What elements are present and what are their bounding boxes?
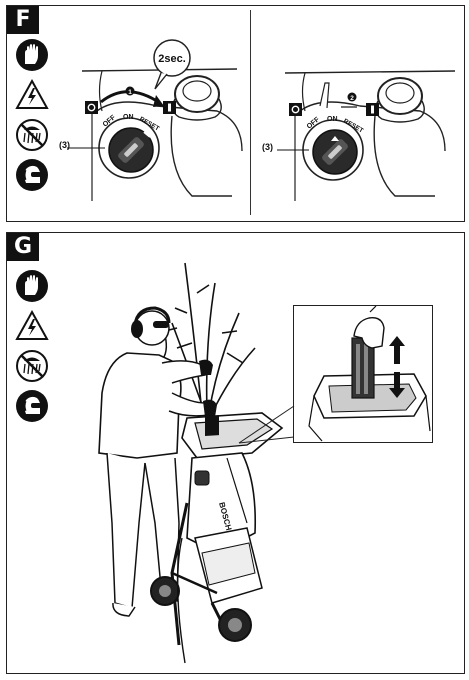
no-rain-icon: [16, 350, 48, 382]
panel-g: G: [6, 232, 465, 674]
gloves-icon: [16, 270, 48, 302]
switch-on-label: ON: [123, 114, 134, 121]
shredder-illustration: BOSCH: [98, 262, 284, 664]
feed-plunger-detail: [308, 305, 431, 442]
callout-left: (3): [59, 140, 70, 150]
no-rain-icon: [16, 119, 48, 151]
ear-and-eye-protection-icon: [16, 159, 48, 191]
high-voltage-icon: [15, 309, 49, 340]
push-arrows: [389, 336, 405, 398]
step-label-2: 2: [350, 95, 354, 102]
detail-inset: [293, 305, 433, 443]
callout-right: (3): [262, 142, 273, 152]
ear-and-eye-protection-icon: [16, 390, 48, 422]
off-symbol: [85, 101, 98, 114]
panel-f: F: [6, 5, 465, 222]
switch-diagram-left: 2sec. 1 OFF ON RESET: [67, 39, 243, 201]
time-label: 2sec.: [158, 53, 186, 65]
step-label-1: 1: [128, 89, 132, 96]
panel-f-tag: F: [7, 6, 39, 34]
high-voltage-icon: [15, 78, 49, 109]
switch-on-label-right: ON: [327, 116, 338, 123]
panel-g-safety-icons: [15, 269, 51, 429]
panel-f-divider: [250, 10, 251, 215]
gloves-icon: [16, 39, 48, 71]
switch-diagram-right: 2 OFF ON RESET: [277, 70, 456, 201]
inset-connector: [238, 405, 295, 444]
panel-g-tag: G: [7, 233, 39, 261]
panel-f-safety-icons: [15, 38, 51, 198]
